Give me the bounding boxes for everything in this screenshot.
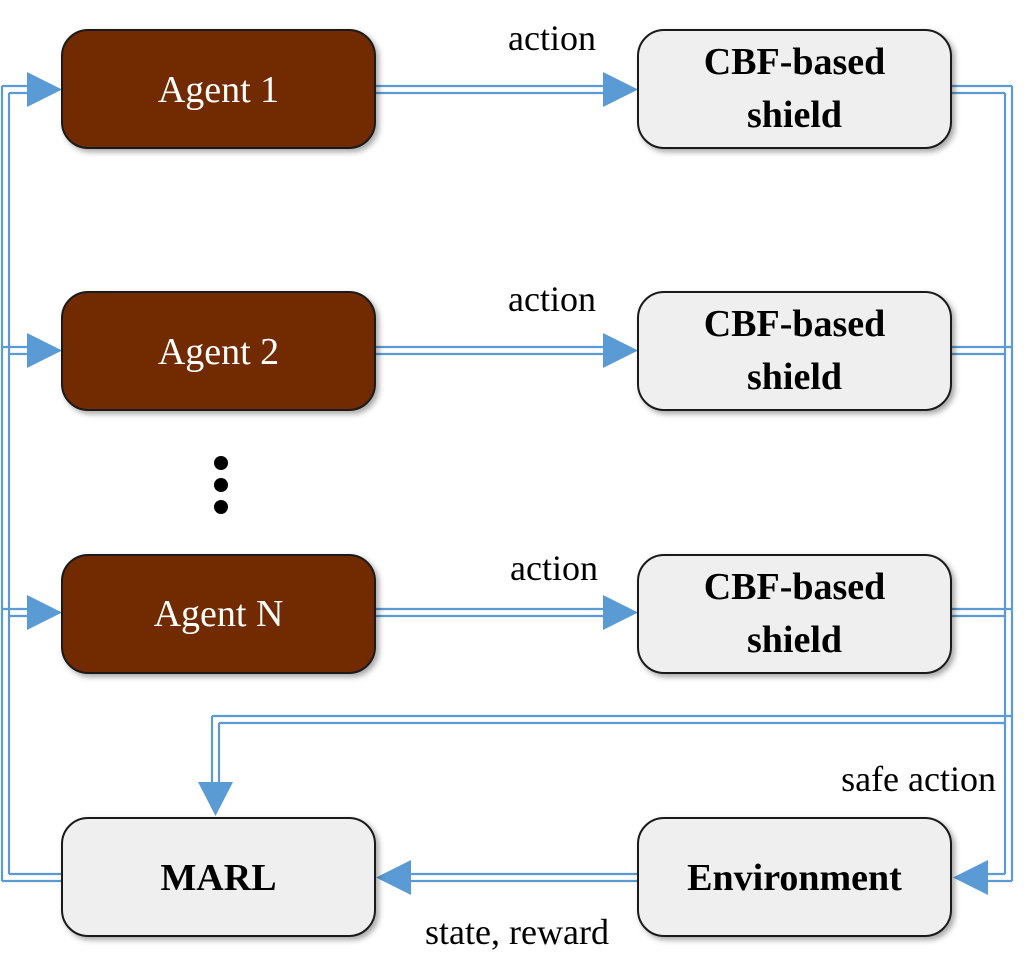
marl-feedback-bus	[0, 72, 62, 883]
safe-action-to-marl	[198, 714, 1012, 816]
safe-action-bus	[952, 84, 1014, 895]
connectors	[0, 72, 1014, 895]
shield-label-line2: shield	[747, 619, 842, 661]
agent-node-n: Agent N	[61, 554, 376, 674]
vertical-ellipsis	[214, 456, 228, 514]
action-arrow-2	[376, 333, 638, 368]
action-arrow-n	[376, 595, 638, 630]
marl-node: MARL	[61, 817, 376, 937]
marl-label: MARL	[160, 857, 276, 899]
agent-label-1: Agent 1	[158, 69, 279, 111]
environment-label: Environment	[687, 857, 902, 899]
agent-label-n: Agent N	[154, 593, 284, 635]
action-label-1: action	[508, 18, 596, 58]
state-reward-label: state, reward	[425, 912, 609, 952]
action-label-n: action	[510, 548, 598, 588]
shield-label-line2: shield	[747, 94, 842, 136]
shield-label-line2: shield	[747, 356, 842, 398]
agent-label-2: Agent 2	[158, 331, 279, 373]
shield-label-line1: CBF-based	[704, 41, 886, 83]
state-reward-arrow	[376, 860, 638, 895]
shield-node-2: CBF-based shield	[637, 291, 952, 411]
agent-node-1: Agent 1	[61, 29, 376, 149]
safe-action-label: safe action	[841, 759, 996, 799]
action-label-2: action	[508, 279, 596, 319]
shield-label-line1: CBF-based	[704, 566, 886, 608]
action-arrow-1	[376, 72, 638, 107]
shield-label-line1: CBF-based	[704, 303, 886, 345]
agent-node-2: Agent 2	[61, 291, 376, 411]
environment-node: Environment	[637, 817, 952, 937]
shield-node-n: CBF-based shield	[637, 554, 952, 674]
shield-node-1: CBF-based shield	[637, 29, 952, 149]
